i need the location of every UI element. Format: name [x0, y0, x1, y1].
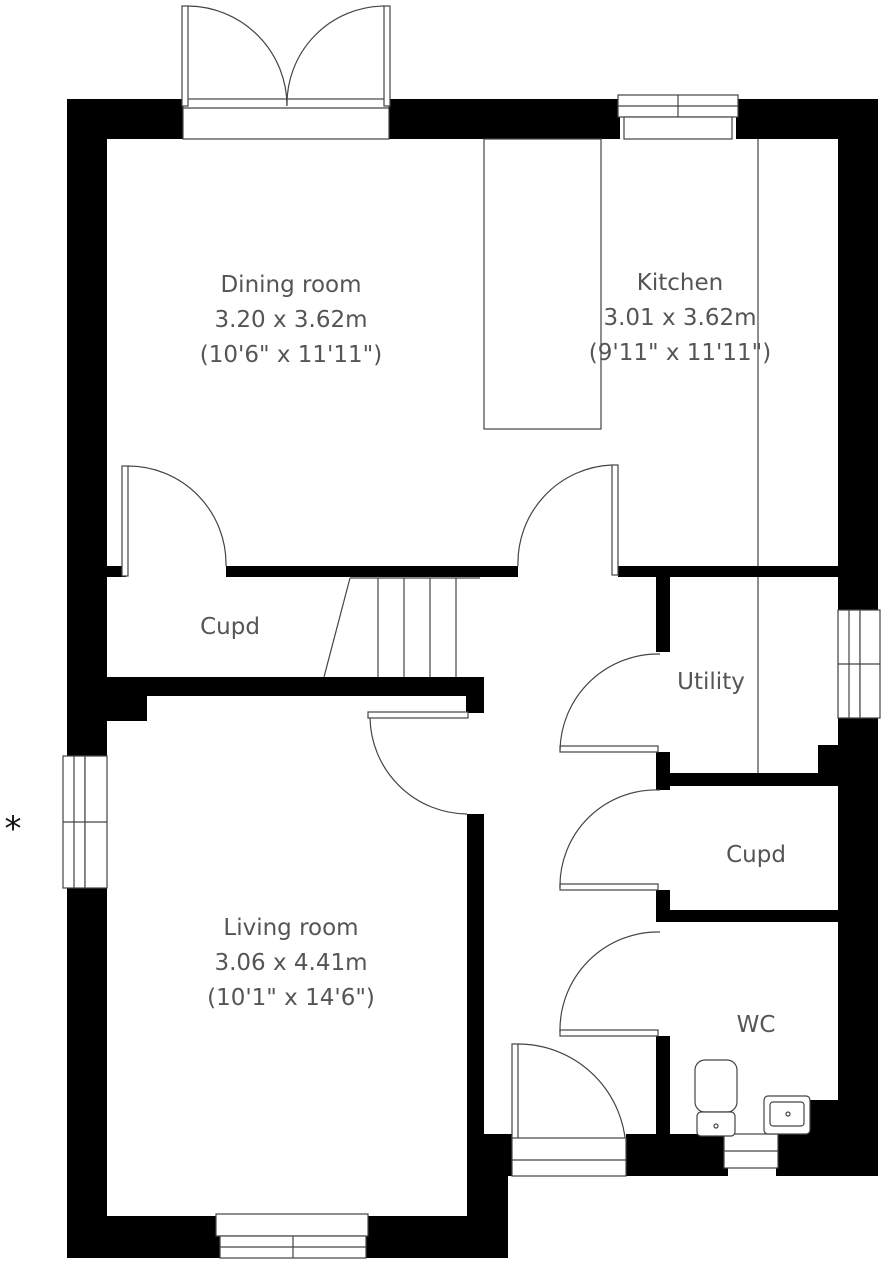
- living-door: [367, 711, 469, 815]
- utility-label: Utility: [677, 669, 745, 695]
- kitchen-metric: 3.01 x 3.62m: [603, 305, 756, 331]
- toilet-icon: [694, 1059, 738, 1137]
- kitchen-counters: [483, 138, 759, 773]
- wc-fixtures: [694, 1059, 811, 1137]
- kitchen-imperial: (9'11" x 11'11"): [589, 340, 771, 366]
- asterisk-marker: *: [5, 809, 22, 849]
- front-door: [511, 1043, 627, 1177]
- cupd-right-label: Cupd: [726, 842, 786, 868]
- wc-window: [723, 1133, 779, 1169]
- french-doors: [181, 5, 391, 140]
- door-swings: [121, 464, 661, 1177]
- living-room-imperial: (10'1" x 14'6"): [207, 985, 375, 1011]
- dining-room-metric: 3.20 x 3.62m: [214, 307, 367, 333]
- kitchen-label: Kitchen 3.01 x 3.62m (9'11" x 11'11"): [589, 270, 771, 366]
- utility-door: [559, 653, 661, 753]
- utility-window: [837, 609, 881, 719]
- living-room-label: Living room 3.06 x 4.41m (10'1" x 14'6"): [207, 915, 375, 1011]
- dining-room-label: Dining room 3.20 x 3.62m (10'6" x 11'11"…: [200, 272, 382, 368]
- wc-label: WC: [737, 1012, 776, 1038]
- cupd-left-label: Cupd: [200, 614, 260, 640]
- dining-room-name: Dining room: [220, 272, 361, 298]
- kitchen-door: [517, 464, 619, 576]
- wc-door: [559, 931, 661, 1037]
- living-front-window: [215, 1213, 369, 1259]
- basin-icon: [763, 1095, 811, 1135]
- windows: [62, 94, 881, 1259]
- kitchen-window: [617, 94, 739, 140]
- living-room-name: Living room: [223, 915, 358, 941]
- dining-door-left: [121, 465, 227, 577]
- living-side-window: [62, 755, 108, 889]
- kitchen-name: Kitchen: [637, 270, 723, 296]
- living-room-metric: 3.06 x 4.41m: [214, 950, 367, 976]
- dining-room-imperial: (10'6" x 11'11"): [200, 342, 382, 368]
- cupd-door: [559, 789, 661, 891]
- interior-walls: [107, 566, 838, 1136]
- exterior-walls: [67, 99, 878, 1258]
- stairs: [323, 577, 480, 678]
